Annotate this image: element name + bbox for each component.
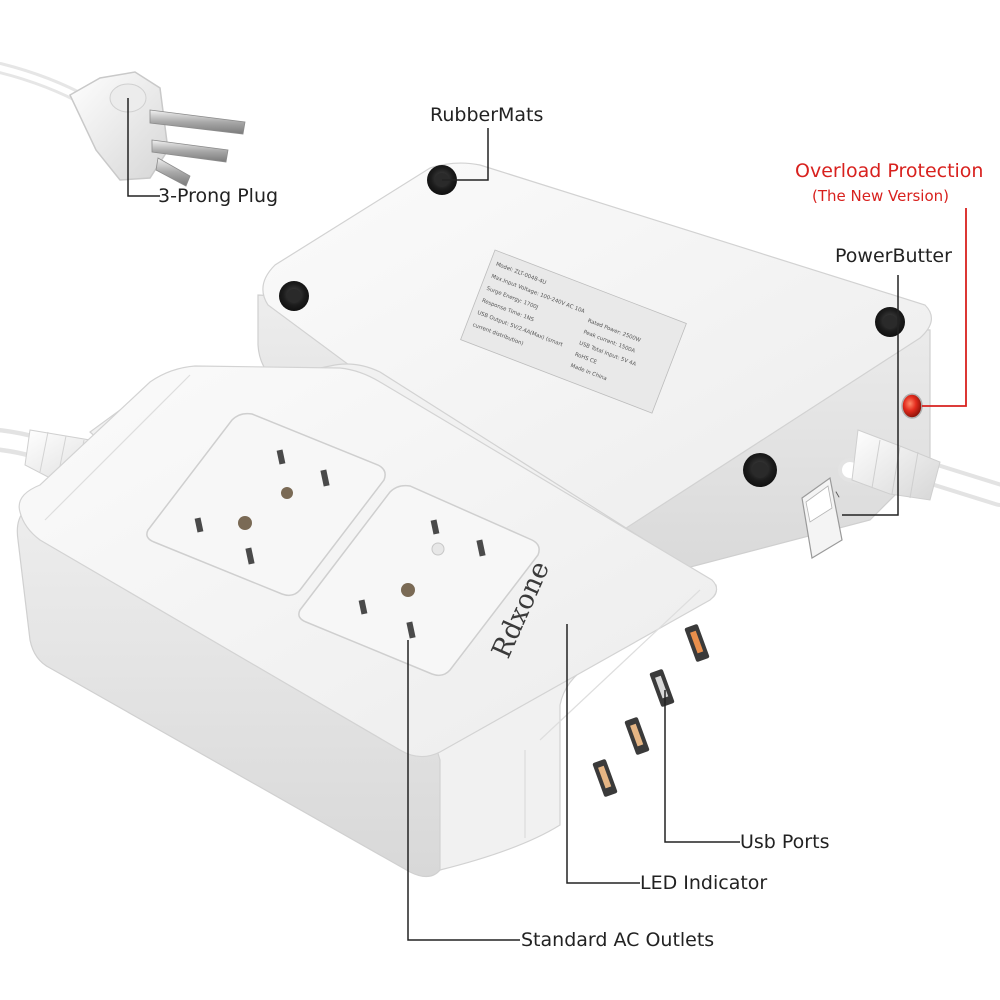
label-led-indicator: LED Indicator xyxy=(640,872,767,894)
leader-led xyxy=(566,624,640,884)
leader-outlets xyxy=(407,640,520,941)
usb-port-icon[interactable] xyxy=(684,624,710,663)
plug-icon xyxy=(69,71,246,187)
outlet-icon[interactable] xyxy=(146,412,386,597)
leader-overload xyxy=(922,208,967,407)
usb-port-icon[interactable] xyxy=(649,669,675,708)
usb-port-icon[interactable] xyxy=(592,759,618,798)
leader-plug xyxy=(127,98,160,197)
plug-group xyxy=(0,62,246,187)
svg-text:I: I xyxy=(835,491,842,501)
label-overload-protection: Overload Protection xyxy=(795,160,983,182)
label-plug: 3-Prong Plug xyxy=(158,185,278,207)
cord-strain-relief xyxy=(851,429,941,501)
power-strip-front: Rdxone xyxy=(0,363,718,878)
leader-power xyxy=(842,275,899,516)
overload-button-icon[interactable] xyxy=(901,393,923,419)
leader-rubbermats xyxy=(442,128,489,181)
usb-port-icon[interactable] xyxy=(624,717,650,756)
label-ac-outlets: Standard AC Outlets xyxy=(521,929,714,951)
label-overload-sub: (The New Version) xyxy=(812,187,949,205)
usb-ports xyxy=(592,624,710,798)
power-switch-icon[interactable]: I xyxy=(801,476,843,559)
label-power-button: PowerButter xyxy=(835,245,952,267)
label-usb-ports: Usb Ports xyxy=(740,831,829,853)
leader-usb xyxy=(664,690,740,843)
outlet-icon[interactable] xyxy=(298,484,540,677)
label-rubber-mats: RubberMats xyxy=(430,104,543,126)
